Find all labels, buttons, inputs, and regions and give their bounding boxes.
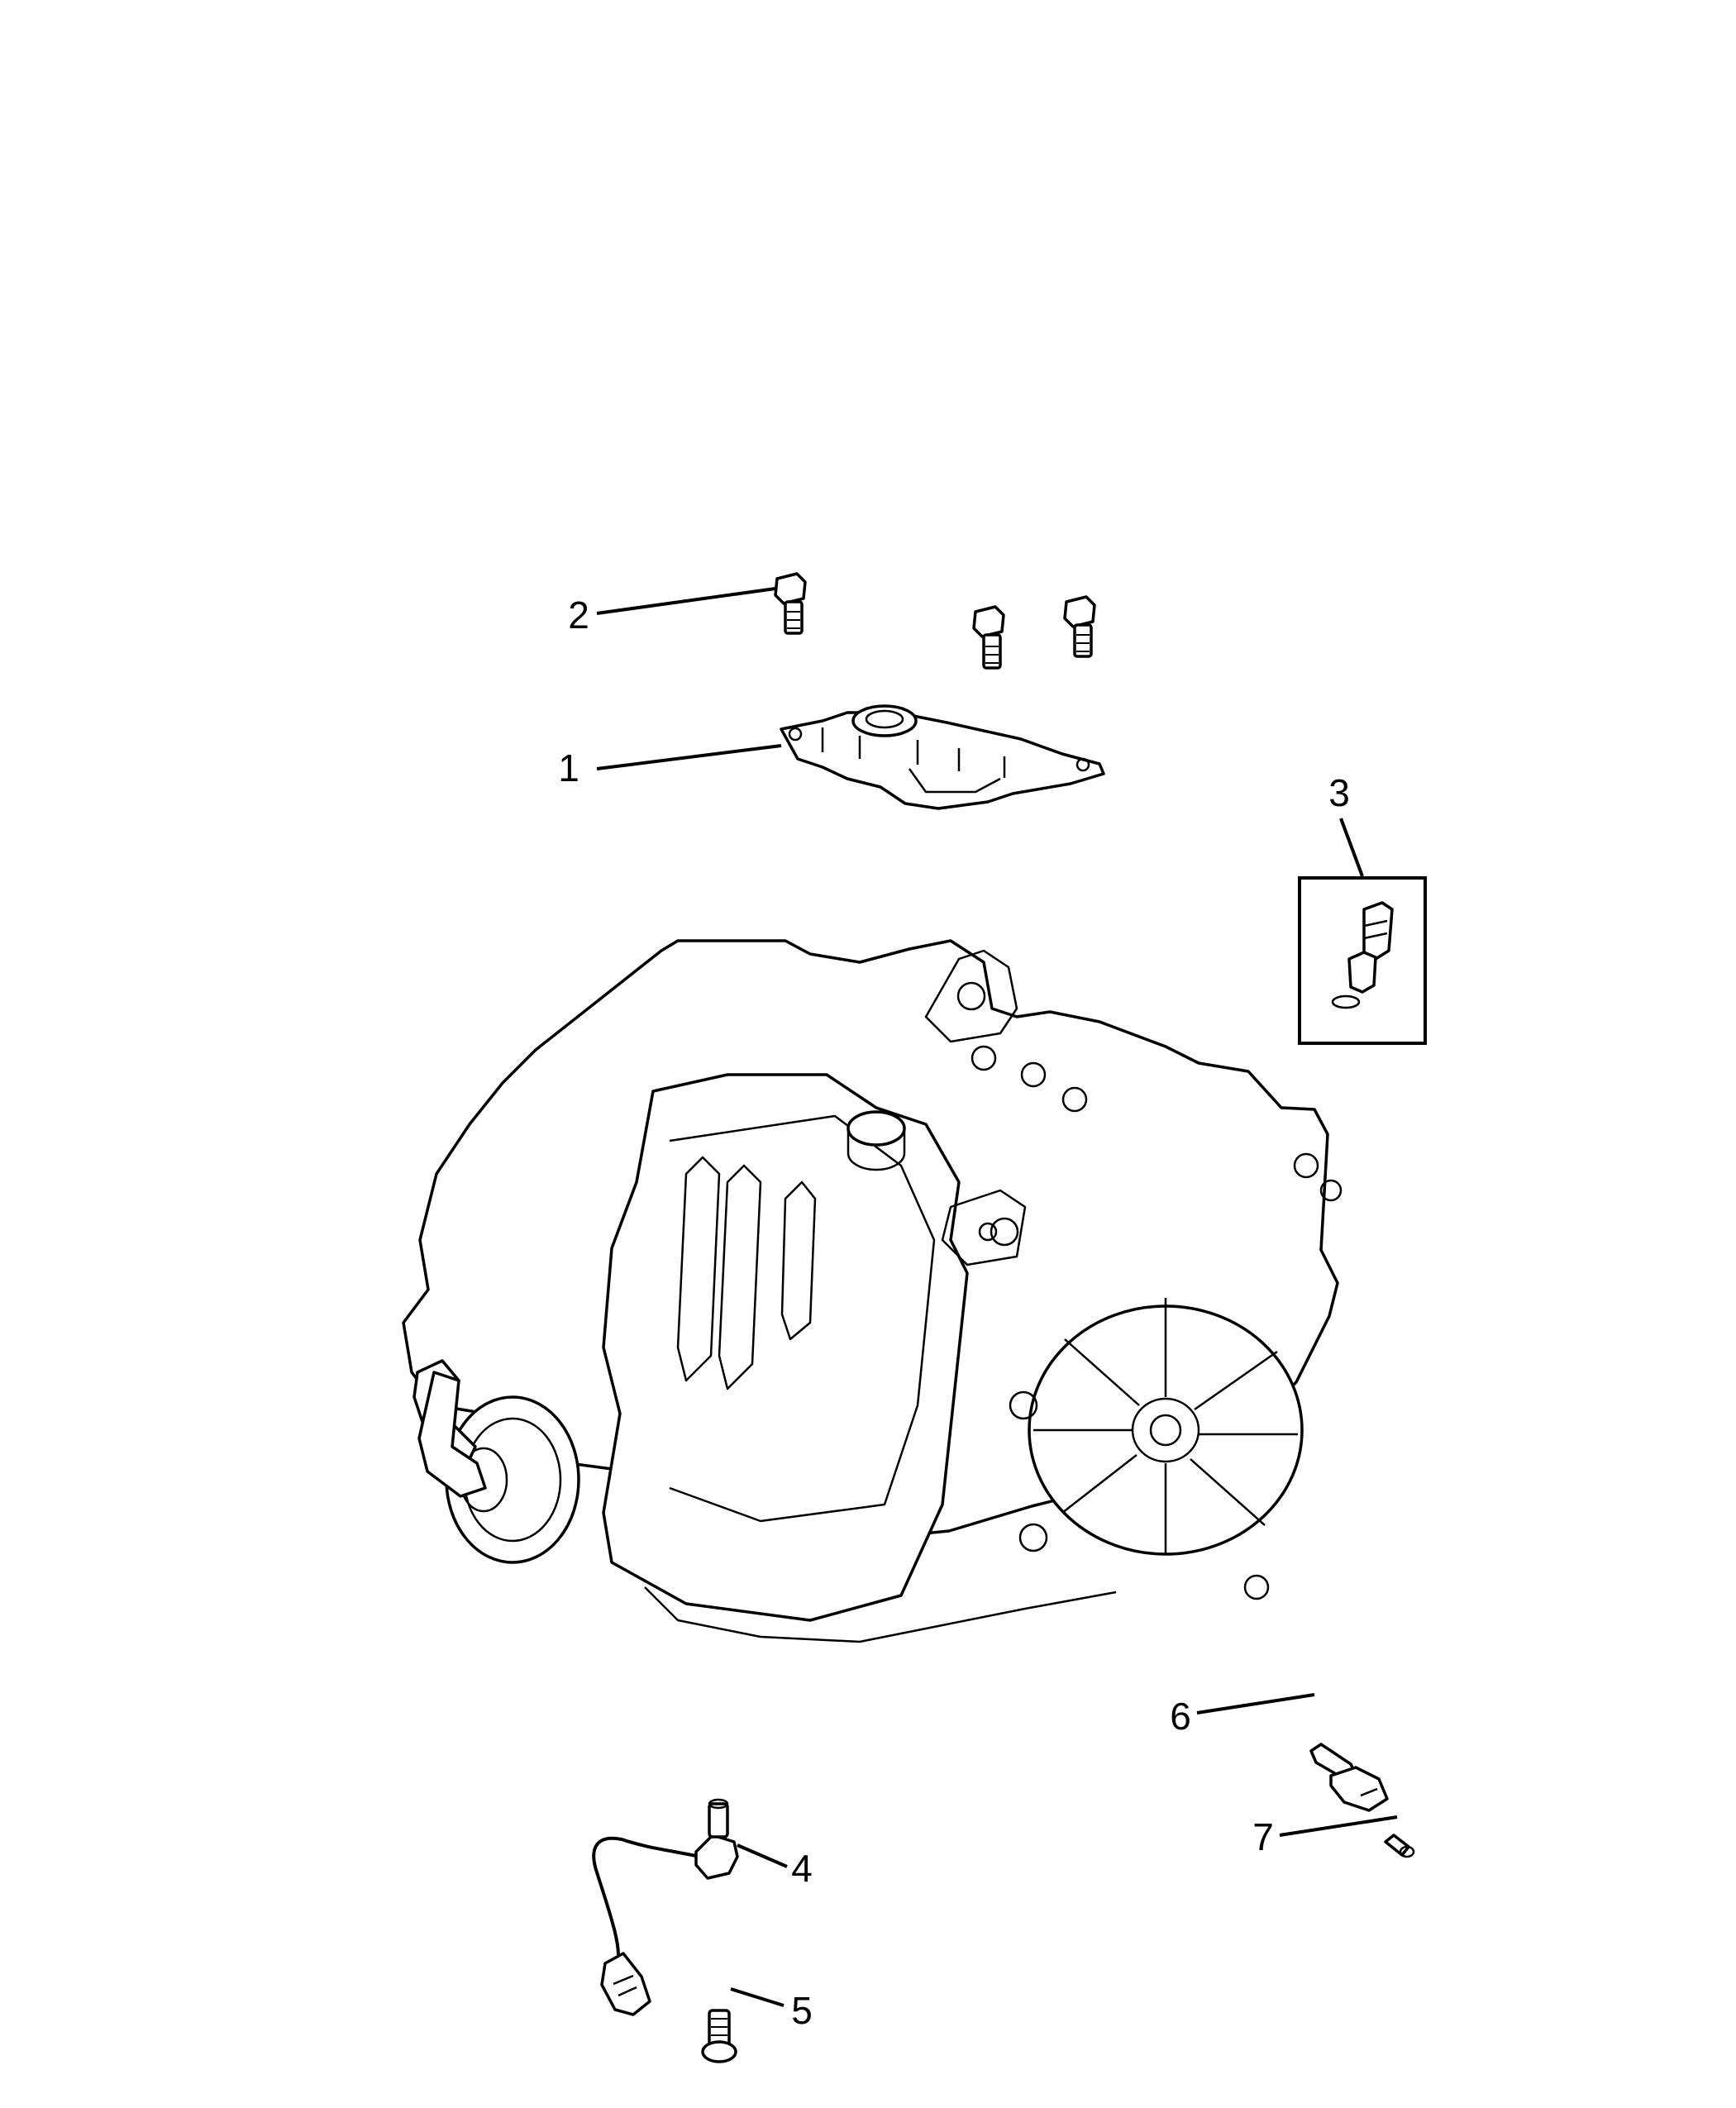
screw-part-7: [1384, 1834, 1415, 1858]
sensor-part-6: [1309, 1743, 1389, 1812]
fitting-inset-part-3: [1298, 876, 1427, 1045]
callout-3: 3: [1328, 771, 1350, 814]
callout-7: 7: [1252, 1815, 1274, 1858]
bolt-2-second: [972, 605, 1005, 670]
callout-6: 6: [1170, 1695, 1191, 1738]
bolt-part-2: [774, 572, 807, 635]
range-sensor-part-1: [780, 704, 1105, 810]
callout-5: 5: [791, 1989, 813, 2032]
bolt-2-third: [1063, 595, 1096, 658]
transmission-assembly: [402, 939, 1343, 1643]
callout-4: 4: [791, 1847, 813, 1890]
leader-lines: [596, 587, 1398, 2007]
callout-2: 2: [568, 594, 589, 637]
speed-sensor-part-4: [592, 1798, 739, 2016]
callout-1: 1: [558, 746, 579, 789]
screw-part-5: [701, 2009, 737, 2063]
